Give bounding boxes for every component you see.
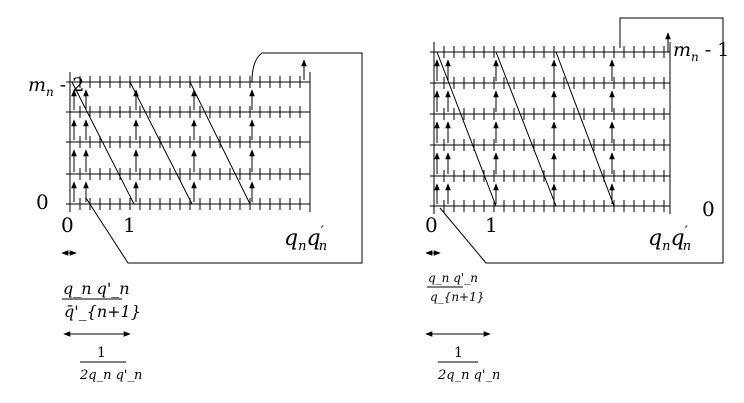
left-x-end-label: qnq′n [284,224,327,254]
left-x-zero-label: 0 [61,213,74,237]
left-loop-path [85,52,363,264]
right-frac1-denominator: q_{n+1} [430,290,484,304]
left-x-one-label: 1 [123,213,136,237]
right-frac2-numerator: 1 [454,345,463,361]
right-x-end-extra-label: 0 [702,197,715,221]
right-top-label: mn - 1 [673,39,729,64]
diagonal-line [189,81,251,205]
right-loop-path [439,17,724,264]
diagonal-line [71,81,135,205]
right-frac2-denominator: 2q_n q'_n [437,368,500,383]
right-panel: mn - 1 0 1 qnq′n 0 q_n q'_n q_{n+1} 1 2q… [425,17,729,383]
diagonal-line [436,51,497,207]
diagonal-line [129,81,193,205]
right-grid [430,32,671,214]
left-frac2-denominator: 2q_n q'_n [79,368,142,383]
left-top-label: mn - 2 [28,74,84,99]
left-origin-label: 0 [36,190,49,214]
right-x-end-label: qnq′n [648,224,691,254]
right-frac1-numerator: q_n q'_n [428,271,478,285]
left-grid [66,59,311,212]
diagonal-line [495,51,557,207]
right-x-zero-label: 0 [425,213,438,237]
left-frac2-numerator: 1 [97,345,106,361]
left-frac1-denominator: q̄'_{n+1} [64,302,141,321]
right-x-one-label: 1 [485,213,498,237]
diagonal-line [555,51,615,207]
left-frac1-numerator: q_n q'_n [63,279,130,298]
left-panel: mn - 2 0 0 1 qnq′n q_n q'_n q̄'_{n+1} 1 … [28,52,363,383]
